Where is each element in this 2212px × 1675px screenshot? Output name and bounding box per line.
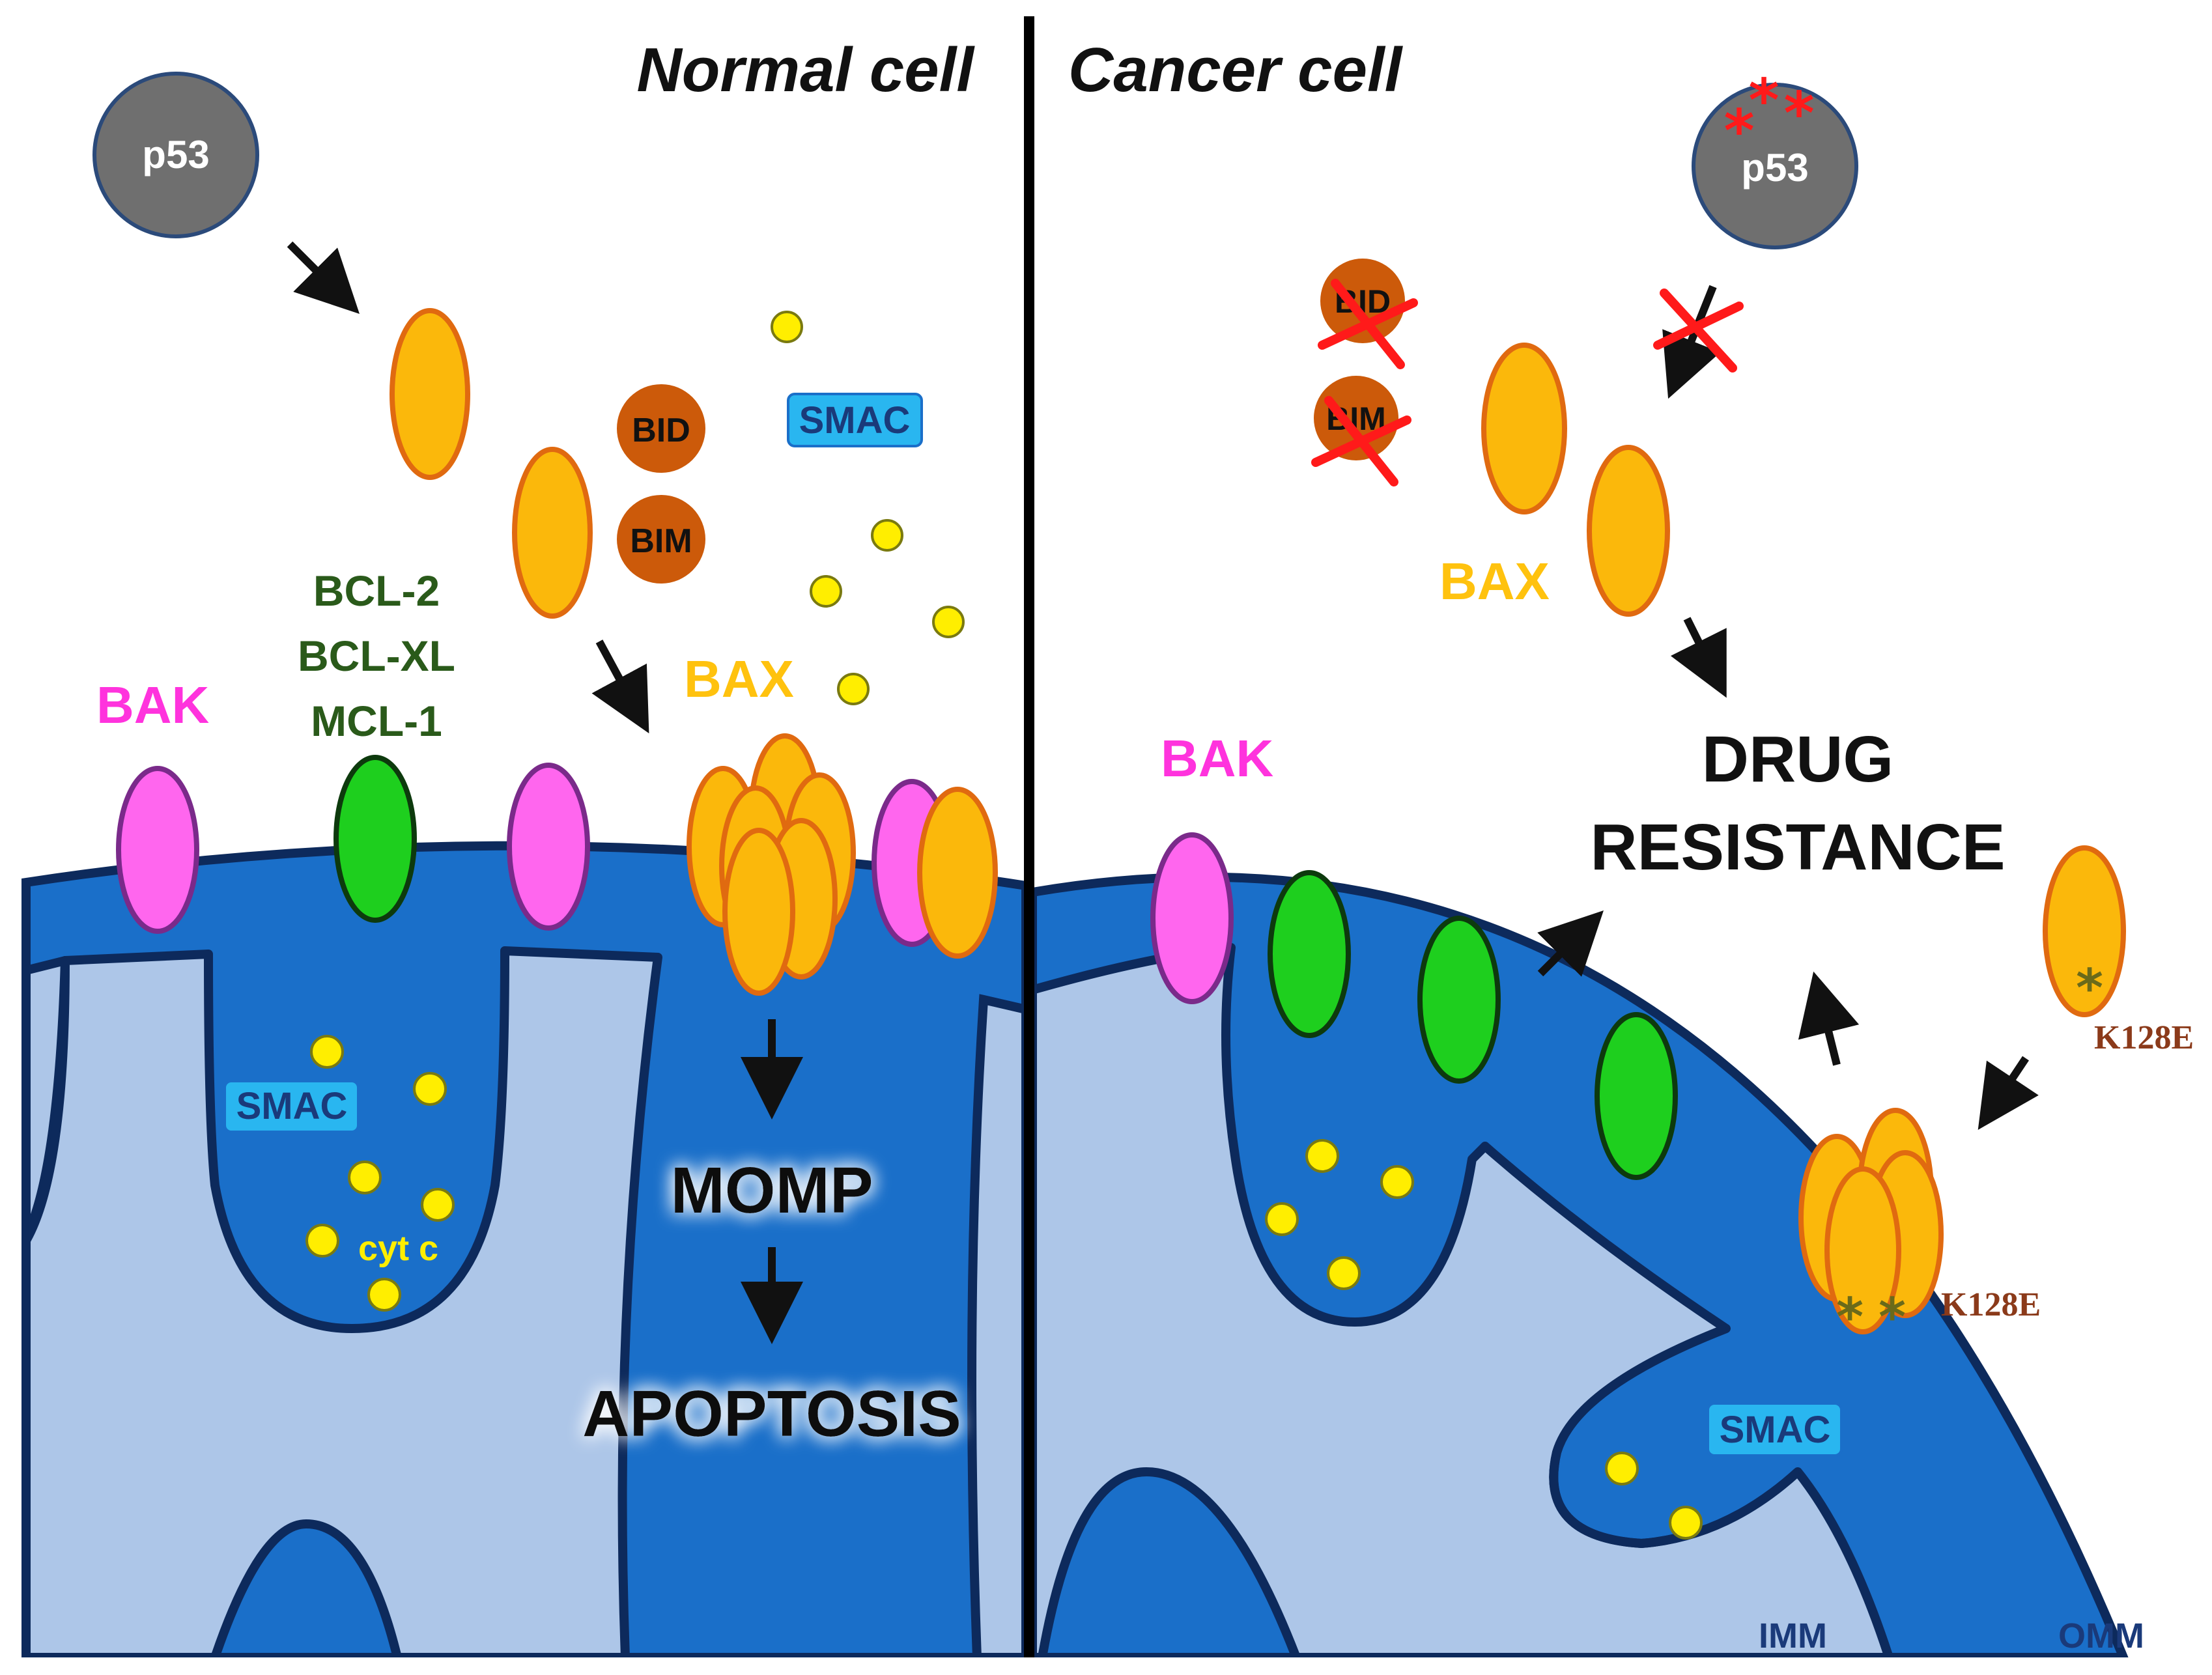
normal-p53-label: p53 bbox=[142, 133, 209, 176]
cancer-smac-box: SMAC bbox=[1707, 1402, 1843, 1457]
normal-bcl2-protein bbox=[333, 755, 417, 923]
cancer-bcl2-protein-1 bbox=[1268, 870, 1351, 1038]
mutation-asterisk-icon: * bbox=[2076, 958, 2103, 1019]
normal-mcl1-label: MCL-1 bbox=[311, 697, 442, 745]
red-x-icon bbox=[1318, 279, 1418, 369]
red-x-icon bbox=[1653, 289, 1744, 373]
cancer-bak-protein bbox=[1150, 832, 1234, 1004]
normal-cell-title: Normal cell bbox=[636, 35, 975, 105]
normal-bclxl-label: BCL-XL bbox=[298, 632, 455, 680]
arrow-icon bbox=[1670, 617, 1727, 698]
arrow-icon bbox=[1537, 910, 1604, 977]
cancer-p53: p53 * * * bbox=[1692, 66, 1858, 249]
normal-cytc-label: cyt c bbox=[358, 1229, 438, 1268]
normal-matrix bbox=[21, 946, 662, 1662]
normal-bim-label: BIM bbox=[630, 522, 692, 560]
cancer-bax-monomer-1 bbox=[1481, 343, 1567, 514]
normal-cytc-dots bbox=[305, 1035, 455, 1312]
cancer-mitochondrion bbox=[1028, 872, 2131, 1662]
arrow-icon bbox=[1978, 1056, 2039, 1130]
mutation-asterisk-icon: * * bbox=[1836, 1287, 1906, 1347]
normal-bax-pore bbox=[687, 733, 856, 996]
cancer-bcl2-protein-2 bbox=[1417, 916, 1501, 1084]
svg-text:*: * bbox=[1783, 79, 1814, 148]
normal-bax-monomer-1 bbox=[390, 308, 470, 480]
cancer-smac-label: SMAC bbox=[1720, 1409, 1831, 1451]
cancer-k128e-pore-label: K128E bbox=[1941, 1286, 2041, 1323]
normal-bid: BID bbox=[617, 384, 705, 473]
normal-smac-dots-outside bbox=[771, 311, 965, 705]
svg-text:*: * bbox=[1748, 66, 1779, 135]
normal-bak-label: BAK bbox=[96, 676, 210, 734]
normal-bax-membrane bbox=[917, 787, 998, 959]
cancer-smac-pocket bbox=[1549, 1324, 1801, 1549]
svg-text:*: * bbox=[1879, 1287, 1906, 1347]
normal-bim: BIM bbox=[617, 495, 705, 584]
normal-mitochondrion bbox=[21, 841, 1030, 1662]
cancer-p53-label: p53 bbox=[1741, 146, 1808, 190]
bottom-margin bbox=[0, 1657, 2212, 1675]
arrow-icon bbox=[1798, 971, 1860, 1066]
cancer-bak-label: BAK bbox=[1161, 729, 1274, 787]
cancer-bax-pore-k128e bbox=[1798, 1108, 1944, 1334]
normal-smac-label: SMAC bbox=[799, 399, 911, 442]
imm-label: IMM bbox=[1759, 1616, 1827, 1655]
cancer-bcl2-protein-3 bbox=[1595, 1012, 1678, 1180]
arrow-icon bbox=[287, 241, 360, 314]
normal-smac-inner-box: SMAC bbox=[223, 1080, 360, 1133]
normal-crista-bottom bbox=[208, 1519, 403, 1662]
cancer-bax-label: BAX bbox=[1439, 552, 1550, 610]
cancer-bax-monomer-2 bbox=[1587, 445, 1670, 617]
red-x-icon bbox=[1311, 396, 1411, 486]
normal-p53: p53 bbox=[92, 72, 259, 238]
resistance-label: RESISTANCE bbox=[1590, 811, 2005, 884]
apoptosis-label: APOPTOSIS bbox=[582, 1377, 961, 1450]
normal-bax-label: BAX bbox=[684, 650, 794, 708]
cancer-cell-title: Cancer cell bbox=[1068, 35, 1404, 105]
normal-smac-inner-label: SMAC bbox=[236, 1085, 348, 1127]
normal-bcl2-label: BCL-2 bbox=[313, 567, 440, 615]
omm-label: OMM bbox=[2058, 1616, 2144, 1655]
cancer-smac-dots bbox=[1265, 1139, 1703, 1540]
cancer-crista-bottom bbox=[1036, 1467, 1303, 1662]
normal-smac-box: SMAC bbox=[787, 393, 923, 447]
mutation-asterisk-icon: * * * bbox=[1723, 66, 1814, 165]
normal-bax-monomer-2 bbox=[512, 447, 593, 619]
normal-bak-protein-1 bbox=[116, 766, 199, 934]
normal-matrix-right bbox=[967, 994, 1030, 1662]
arrow-icon bbox=[591, 640, 649, 734]
cancer-k128e-single-label: K128E bbox=[2094, 1019, 2194, 1056]
normal-bid-label: BID bbox=[632, 412, 690, 449]
drug-label: DRUG bbox=[1702, 723, 1893, 796]
normal-bak-protein-2 bbox=[507, 763, 590, 931]
momp-label: MOMP bbox=[670, 1154, 873, 1227]
svg-text:*: * bbox=[1836, 1287, 1864, 1347]
svg-text:*: * bbox=[1723, 97, 1754, 165]
arrow-icon bbox=[1662, 285, 1721, 399]
cancer-bax-k128e-monomer bbox=[2043, 845, 2126, 1017]
